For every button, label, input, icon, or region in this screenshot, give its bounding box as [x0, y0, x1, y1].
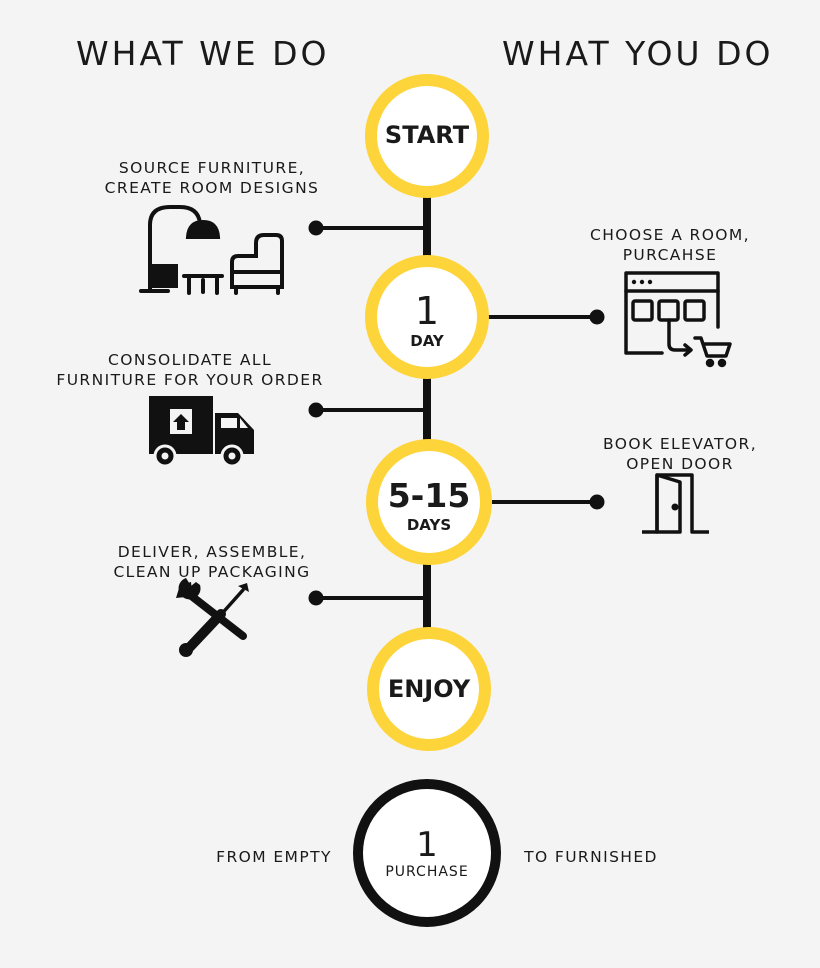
book-line-1: BOOK ELEVATOR, [602, 435, 758, 453]
purchase-unit: PURCHASE [385, 864, 469, 880]
days-number: 5-15 [387, 476, 471, 515]
start-circle [365, 74, 489, 198]
days-circle [366, 439, 492, 565]
deliver-line-2: CLEAN UP PACKAGING [113, 563, 311, 581]
delivery-truck-icon [149, 396, 254, 468]
day1-circle [365, 255, 489, 379]
day1-number: 1 [414, 289, 440, 333]
days-unit: DAYS [406, 516, 452, 534]
consolidate-line-1: CONSOLIDATE ALL [108, 351, 272, 369]
enjoy-label: ENJOY [387, 675, 471, 703]
day1-unit: DAY [410, 332, 444, 350]
book-elevator-label: BOOK ELEVATOR, OPEN DOOR [570, 434, 790, 474]
deliver-line-1: DELIVER, ASSEMBLE, [117, 543, 307, 561]
choose-line-1: CHOOSE A ROOM, [589, 226, 751, 244]
what-you-do-header: WHAT YOU DO [502, 34, 774, 73]
book-line-2: OPEN DOOR [626, 455, 734, 473]
what-we-do-header: WHAT WE DO [76, 34, 330, 73]
choose-line-2: PURCAHSE [622, 246, 718, 264]
connectors [308, 220, 605, 606]
source-line-1: SOURCE FURNITURE, [118, 159, 306, 177]
purchase-number: 1 [416, 825, 438, 865]
enjoy-circle [367, 627, 491, 751]
consolidate-line-2: FURNITURE FOR YOUR ORDER [56, 371, 324, 389]
source-line-2: CREATE ROOM DESIGNS [104, 179, 320, 197]
wrench-screwdriver-icon [176, 578, 249, 657]
to-furnished-label: TO FURNISHED [524, 848, 658, 866]
from-empty-label: FROM EMPTY [216, 848, 332, 866]
choose-room-label: CHOOSE A ROOM, PURCAHSE [560, 225, 780, 265]
door-icon [642, 473, 709, 534]
start-label: START [384, 121, 470, 149]
purchase-circle [353, 779, 501, 927]
consolidate-label: CONSOLIDATE ALL FURNITURE FOR YOUR ORDER [40, 350, 340, 390]
source-furniture-label: SOURCE FURNITURE, CREATE ROOM DESIGNS [92, 158, 332, 198]
deliver-label: DELIVER, ASSEMBLE, CLEAN UP PACKAGING [92, 542, 332, 582]
furniture-icon [139, 205, 284, 295]
browser-cart-icon [624, 271, 732, 368]
